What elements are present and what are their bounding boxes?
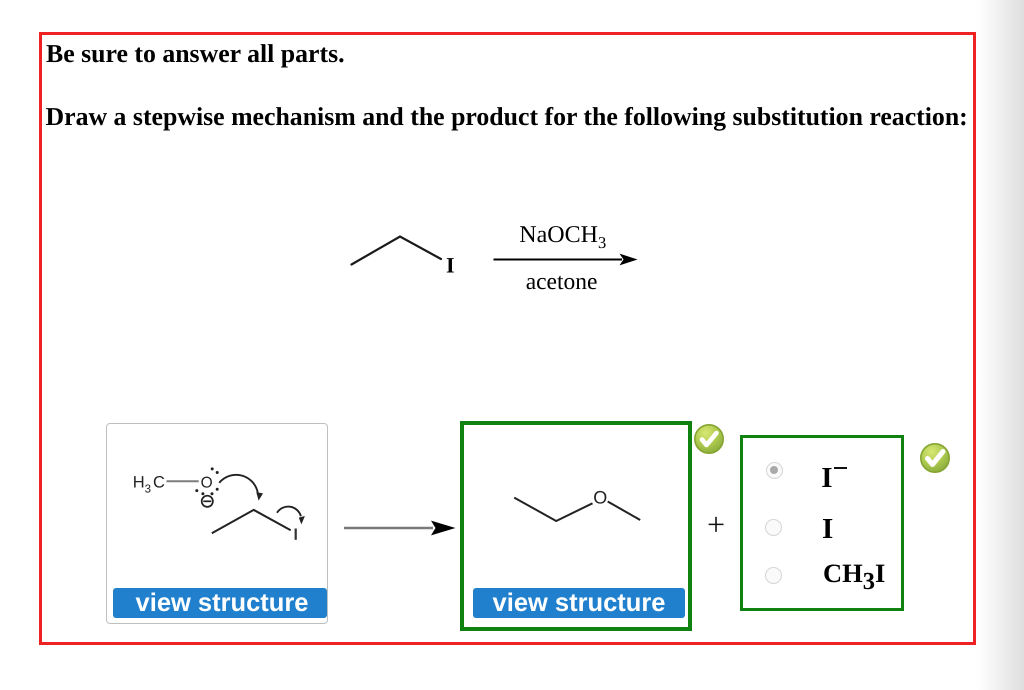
svg-text:O: O	[201, 475, 213, 492]
svg-text:I: I	[446, 253, 455, 278]
svg-text:O: O	[593, 488, 607, 508]
svg-text:3: 3	[145, 484, 151, 496]
svg-text:C: C	[153, 473, 165, 491]
svg-text:H: H	[133, 473, 145, 491]
